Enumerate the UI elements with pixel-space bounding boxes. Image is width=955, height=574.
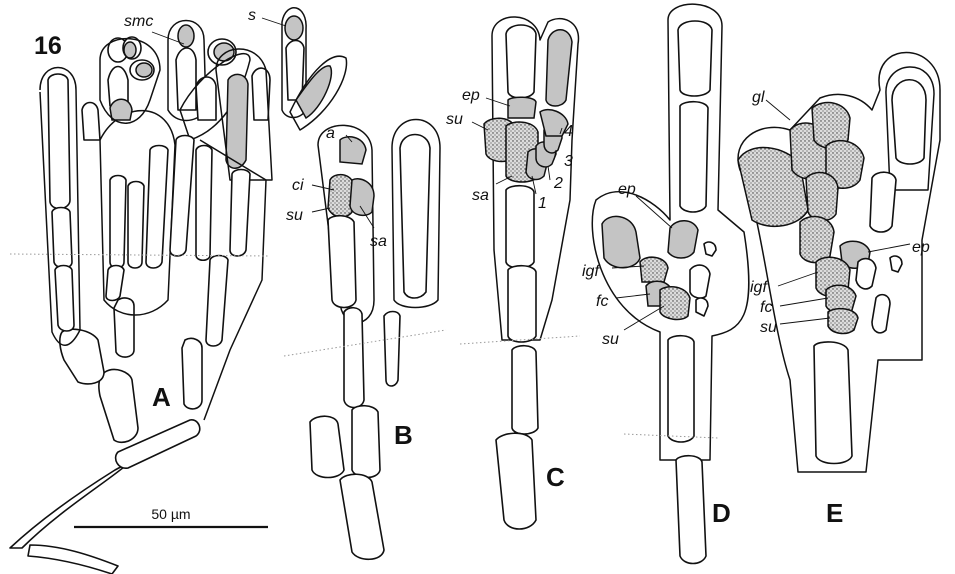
spermatangium [285, 16, 303, 40]
filament-cell [508, 266, 536, 342]
panel-label-a: A [152, 382, 171, 412]
label-su-e: su [760, 319, 777, 336]
label-smc: smc [124, 13, 153, 30]
filament-cell [106, 266, 124, 301]
filament-cell [676, 456, 706, 564]
figure-number: 16 [34, 32, 62, 60]
sterile-cell [890, 256, 902, 272]
sterile-cell [696, 298, 708, 316]
sterile-cell [872, 295, 890, 333]
label-ep-d: ep [618, 181, 636, 198]
filament-cell [196, 146, 212, 261]
label-a: a [326, 125, 335, 142]
branch-cell [182, 338, 202, 409]
filament-cell [506, 186, 534, 268]
hair-cell [892, 80, 926, 164]
branch-cell [99, 370, 138, 443]
spermatangium [136, 63, 152, 77]
label-ep-e: ep [912, 239, 930, 256]
branch-cell [114, 298, 134, 357]
sterile-cell [704, 242, 716, 256]
panel-label-d: D [712, 498, 731, 528]
fertile-cell [602, 216, 640, 267]
label-2: 2 [553, 175, 563, 192]
filament-cell [146, 146, 168, 269]
panel-d-drawing [592, 4, 749, 563]
spermatangium [226, 74, 248, 168]
label-su-c: su [446, 111, 463, 128]
spermatangium [124, 42, 136, 58]
cell-igf [640, 257, 668, 282]
cell-a [340, 137, 366, 164]
label-sa-c: sa [472, 187, 489, 204]
filament-cell [496, 433, 536, 529]
panel-e-drawing [738, 53, 940, 473]
filament-cell [170, 136, 194, 257]
filament-cell [55, 266, 74, 332]
filament-cell [668, 336, 694, 442]
filament-cell [352, 406, 380, 478]
panel-label-c: C [546, 462, 565, 492]
axial-cell [10, 462, 130, 548]
label-ep-c: ep [462, 87, 480, 104]
cut-line [284, 330, 446, 356]
gonimoblast-cell [806, 173, 838, 221]
fertile-branch [82, 103, 100, 141]
spermatangium [178, 25, 194, 47]
filament-cell [340, 474, 384, 559]
filament-cell [680, 102, 708, 212]
hair-cell [400, 135, 430, 299]
filament-cell [310, 416, 344, 477]
hair-cell [384, 312, 400, 387]
label-fc-d: fc [596, 293, 608, 310]
gonimoblast-cell [800, 217, 834, 263]
cell-su [660, 287, 690, 320]
scale-bar-label: 50 µm [151, 506, 190, 522]
sterile-cell [690, 265, 710, 298]
cell-ep [508, 97, 536, 118]
axial-cell [28, 545, 118, 574]
filament-cell [678, 21, 712, 96]
label-1: 1 [538, 195, 547, 212]
filament-cell [506, 25, 536, 98]
label-sa-b: sa [370, 233, 387, 250]
label-su-d: su [602, 331, 619, 348]
filament-cell [230, 170, 250, 257]
cell-su [828, 309, 858, 334]
spermatangium [110, 99, 132, 120]
panel-a-drawing [10, 8, 347, 574]
cell-ep [668, 221, 698, 258]
label-igf-e: igf [750, 279, 768, 296]
filament-cell [110, 176, 126, 269]
filament-cell [814, 342, 852, 464]
label-ci: ci [292, 177, 304, 194]
filament-cell [546, 30, 572, 106]
label-su-b: su [286, 207, 303, 224]
cell-su [328, 216, 356, 308]
label-3: 3 [564, 153, 573, 170]
label-igf-d: igf [582, 263, 600, 280]
filament-cell [48, 74, 70, 209]
label-4: 4 [564, 123, 573, 140]
branch-cell [60, 329, 104, 384]
filament-cell [344, 308, 364, 408]
label-fc-e: fc [760, 299, 772, 316]
panel-label-e: E [826, 498, 843, 528]
panel-b-drawing [284, 120, 446, 560]
filament-cell [206, 256, 228, 347]
filament-cell [52, 208, 72, 269]
label-s: s [248, 7, 256, 24]
label-gl: gl [752, 89, 765, 106]
panel-label-b: B [394, 420, 413, 450]
filament-cell [870, 172, 896, 232]
filament-cell [512, 346, 538, 434]
sterile-cell [856, 259, 876, 289]
